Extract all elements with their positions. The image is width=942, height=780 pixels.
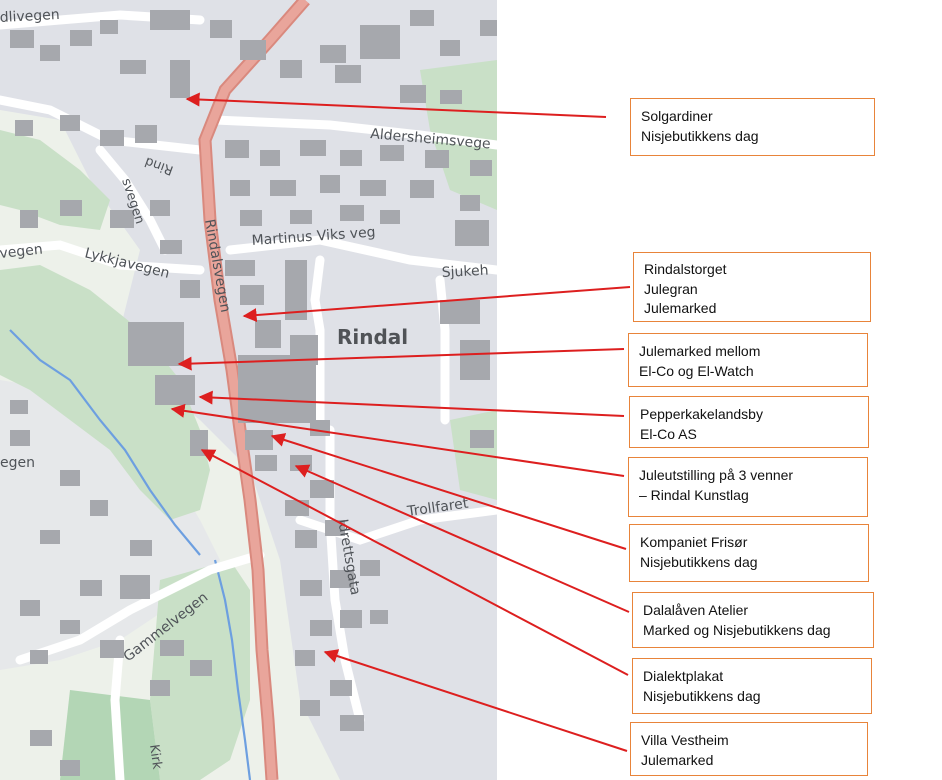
label-sjukeh: Sjukeh [441,263,489,281]
callout-line: Julemarked mellom [639,343,761,359]
callout-line: Villa Vestheim [641,732,729,748]
callout-dalalaven: Dalalåven Atelier Marked og Nisjebutikke… [632,592,874,648]
callout-line: Nisjebutikkens dag [641,127,759,144]
callout-solgardiner: Solgardiner Nisjebutikkens dag [630,98,875,156]
callout-line: Nisjebutikkens dag [643,687,761,704]
callout-line: Solgardiner [641,108,713,124]
callout-line: Nisjebutikkens dag [640,553,758,570]
callout-dialektplakat: Dialektplakat Nisjebutikkens dag [632,658,872,714]
callout-line: Pepperkakelandsby [640,406,763,422]
callout-rindalstorget: Rindalstorget Julegran Julemarked [633,252,871,322]
callout-villa-vestheim: Villa Vestheim Julemarked [630,722,868,776]
callout-line: Kompaniet Frisør [640,534,748,550]
town-map: dlivegen Aldersheimsvege Rind Rindalsveg… [0,0,497,780]
label-egen: egen [0,455,35,471]
callout-kompaniet-frisor: Kompaniet Frisør Nisjebutikkens dag [629,524,869,582]
label-kirk: Kirk [146,743,164,770]
callout-line: Julemarked [644,300,717,316]
callout-pepperkakelandsby: Pepperkakelandsby El-Co AS [629,396,869,448]
callout-line: Juleutstilling på 3 venner [639,467,794,483]
callout-line: El-Co AS [640,425,697,442]
place-label-rindal: Rindal [337,325,408,349]
callout-line: Dialektplakat [643,668,724,684]
callout-line: Julegran [644,280,698,297]
label-dlivegen: dlivegen [0,7,60,26]
callout-julemarked-mellom: Julemarked mellom El-Co og El-Watch [628,333,868,387]
callout-line: Rindalstorget [644,261,727,277]
label-vegen: vegen [0,242,43,262]
callout-line: El-Co og El-Watch [639,362,754,379]
callout-line: – Rindal Kunstlag [639,486,749,503]
callout-juleutstilling: Juleutstilling på 3 venner – Rindal Kuns… [628,457,868,517]
callout-line: Julemarked [641,751,714,768]
callout-line: Dalalåven Atelier [643,602,749,618]
callout-line: Marked og Nisjebutikkens dag [643,621,831,638]
